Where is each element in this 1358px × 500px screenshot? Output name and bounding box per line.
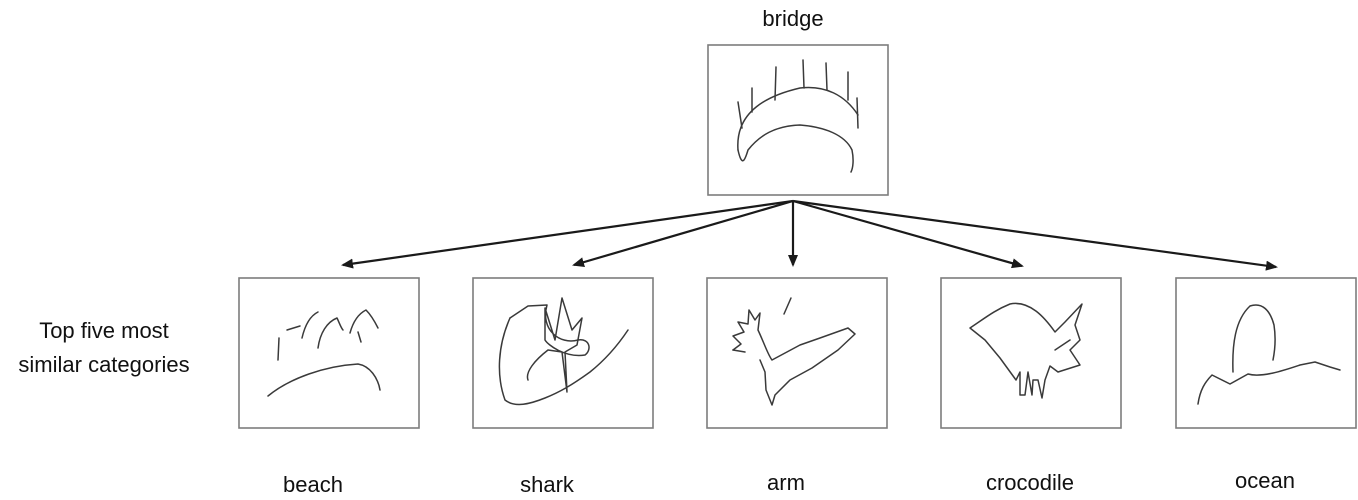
root-box xyxy=(707,44,889,196)
arrow-to-beach xyxy=(341,199,794,269)
side-label-line2: similar categories xyxy=(18,352,189,377)
category-label-ocean: ocean xyxy=(1235,468,1295,493)
category-label-crocodile: crocodile xyxy=(986,470,1074,495)
category-box-beach xyxy=(238,277,420,429)
bridge-sketch-icon xyxy=(737,59,859,173)
category-box-arm xyxy=(706,277,888,429)
crocodile-sketch-icon xyxy=(969,302,1083,399)
arrow-to-crocodile xyxy=(792,199,1024,269)
arrow-to-ocean xyxy=(792,199,1278,271)
category-label-beach: beach xyxy=(283,472,343,497)
beach-sketch-icon xyxy=(267,309,381,397)
shark-sketch-icon xyxy=(498,297,629,406)
category-box-ocean xyxy=(1175,277,1357,429)
ocean-sketch-icon xyxy=(1197,304,1341,405)
root-label: bridge xyxy=(762,6,823,31)
arrow-to-shark xyxy=(572,199,794,267)
side-label-line1: Top five most xyxy=(39,318,169,343)
arrows xyxy=(341,199,1278,271)
category-label-arm: arm xyxy=(767,470,805,495)
category-box-crocodile xyxy=(940,277,1122,429)
category-label-shark: shark xyxy=(520,472,575,497)
arm-sketch-icon xyxy=(732,297,856,406)
